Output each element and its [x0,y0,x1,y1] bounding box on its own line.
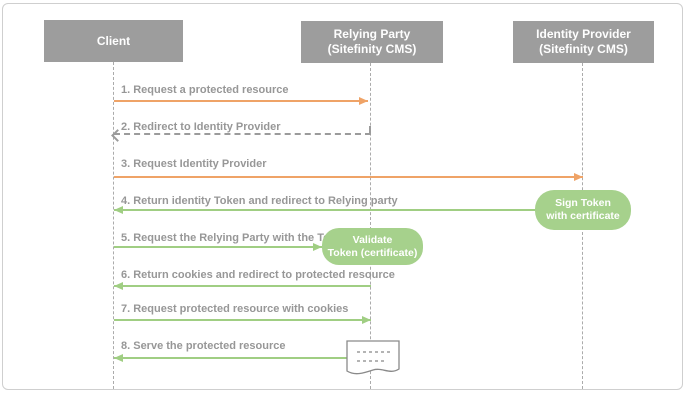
lifeline-relying-party [370,63,371,389]
message-7-arrow [114,316,371,324]
actor-box-client: Client [44,20,183,62]
actor-label-identity-provider-line2: (Sitefinity CMS) [539,42,628,56]
actor-box-relying-party: Relying Party (Sitefinity CMS) [301,21,443,63]
note-validate-token: Validate Token (certificate) [322,228,423,265]
message-4-label: 4. Return identity Token and redirect to… [121,195,398,207]
note-sign-token-line1: Sign Token [555,197,611,209]
message-1-label: 1. Request a protected resource [121,84,289,96]
message-5-label: 5. Request the Relying Party with the To… [121,232,349,244]
message-3-arrow [114,173,583,181]
document-icon [346,340,400,375]
note-sign-token-line2: with certificate [546,210,620,222]
note-validate-token-line2: Token (certificate) [327,246,418,259]
lifeline-client [113,62,114,389]
message-8-arrow [114,354,347,362]
message-6-arrow [114,282,371,290]
message-2-arrow-hook [369,126,371,134]
actor-label-identity-provider-line1: Identity Provider [536,27,631,41]
diagram-frame [2,3,683,390]
message-4-arrow [114,206,583,214]
message-2-arrow [114,133,371,135]
message-2-label: 2. Redirect to Identity Provider [121,121,281,133]
actor-box-identity-provider: Identity Provider (Sitefinity CMS) [513,21,654,63]
message-1-arrow [114,97,368,105]
message-5-arrow [114,243,322,251]
message-3-label: 3. Request Identity Provider [121,158,267,170]
message-7-label: 7. Request protected resource with cooki… [121,303,349,315]
note-validate-token-line1: Validate [352,233,393,246]
actor-label-relying-party-line2: (Sitefinity CMS) [327,42,417,56]
actor-label-relying-party-line1: Relying Party [333,27,411,41]
message-6-label: 6. Return cookies and redirect to protec… [121,269,395,281]
message-8-label: 8. Serve the protected resource [121,340,286,352]
actor-label-client: Client [96,33,131,48]
note-sign-token: Sign Token with certificate [535,190,631,230]
